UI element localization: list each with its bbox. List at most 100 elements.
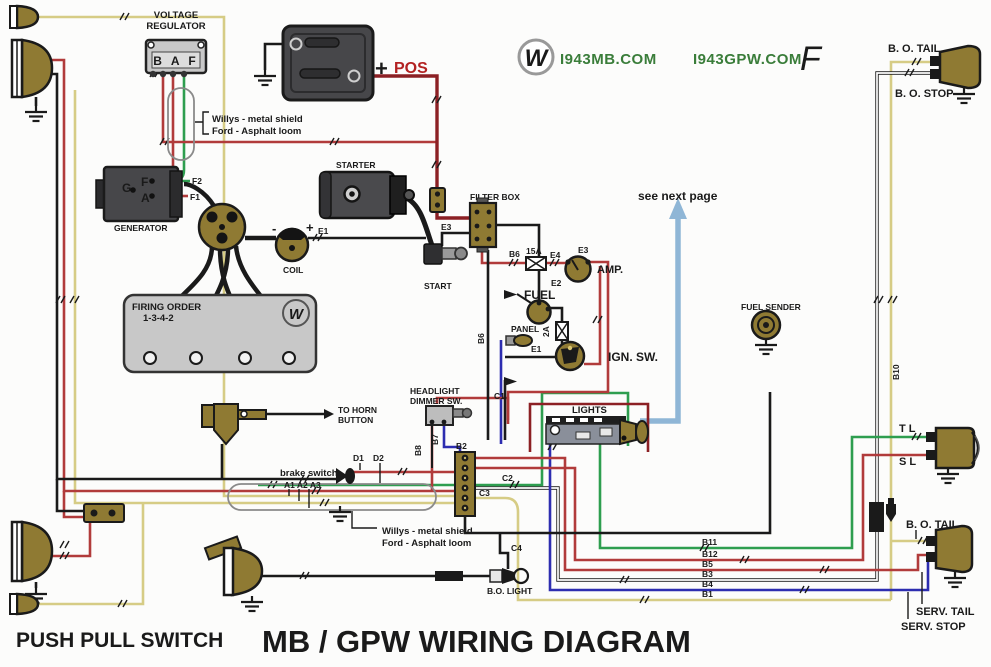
coil-label: COIL xyxy=(283,265,303,275)
wire-label-b10: B10 xyxy=(891,364,901,380)
brake-switch-device xyxy=(336,468,355,484)
fuse-15a-label: 15A xyxy=(526,246,542,256)
firing-order-label: FIRING ORDER xyxy=(132,302,201,313)
wire-label-c2: C2 xyxy=(502,473,513,483)
generator: G F A xyxy=(95,165,183,223)
bo-tail-top-label: B. O. TAIL xyxy=(888,43,941,55)
generator-terminal-f: F xyxy=(141,175,148,189)
dimmer-switch xyxy=(425,405,473,426)
wire-label-d2: D2 xyxy=(373,453,384,463)
wire-label-b2: B2 xyxy=(456,441,467,451)
site-link-mb[interactable]: I943MB.COM xyxy=(560,51,657,68)
to-horn-button-label-1: TO HORN xyxy=(338,405,377,415)
loom-note-top-1: Willys - metal shield xyxy=(212,114,303,125)
fuel-gauge xyxy=(526,299,552,325)
battery xyxy=(281,24,375,102)
wire-label-c3: C3 xyxy=(479,488,490,498)
wire-label-b11: B11 xyxy=(702,537,717,547)
to-horn-button-label-2: BUTTON xyxy=(338,415,373,425)
generator-terminal-a: A xyxy=(141,191,150,205)
terminal-tick-lines xyxy=(288,463,381,508)
ammeter-label: AMP. xyxy=(597,264,623,276)
willys-w-badge xyxy=(282,299,310,327)
header-branding: W I943MB.COM I943GPW.COM F xyxy=(517,38,823,78)
dimmer-switch-label-2: DIMMER SW. xyxy=(410,396,462,406)
bo-marker-light-top xyxy=(9,4,40,30)
inline-connector-white-wire xyxy=(869,502,884,532)
fuel-sender xyxy=(750,309,782,341)
wire-label-e2: E2 xyxy=(551,278,562,288)
loom-capsule-top xyxy=(167,87,195,161)
tl-label: T L xyxy=(899,423,916,435)
note-brackets xyxy=(195,111,377,529)
wire-label-f2: F2 xyxy=(192,176,202,186)
wiring-harness xyxy=(33,15,938,606)
inline-bullet-yellow-wire xyxy=(886,498,896,522)
coil-plus: + xyxy=(306,220,314,235)
fuse-15a xyxy=(525,256,547,271)
site-link-gpw[interactable]: I943GPW.COM xyxy=(693,51,802,68)
voltage-regulator-label-2: REGULATOR xyxy=(146,21,205,32)
headlight-left-bottom xyxy=(10,520,54,583)
wire-label-c4: C4 xyxy=(511,543,522,553)
see-next-page-arrow xyxy=(640,198,687,424)
fuel-gauge-connector-flag xyxy=(504,290,532,304)
tail-light-mid-right xyxy=(926,524,974,574)
filter-box xyxy=(468,197,498,253)
ignition-coil xyxy=(274,227,310,263)
see-next-page-label: see next page xyxy=(638,189,718,203)
generator-label: GENERATOR xyxy=(114,223,168,233)
trailer-light xyxy=(926,426,980,470)
willys-w-badge-letter: W xyxy=(289,306,305,323)
loom-note-top-2: Ford - Asphalt loom xyxy=(212,126,301,137)
wire-label-b6: B6 xyxy=(509,249,520,259)
spark-plugs xyxy=(143,351,296,365)
wire-label-b5: B5 xyxy=(702,559,713,569)
bo-marker-light-bottom xyxy=(9,592,40,616)
black-wires xyxy=(34,42,772,588)
start-switch xyxy=(423,243,468,265)
panel-light-label: PANEL xyxy=(511,324,539,334)
connector-flag-lower xyxy=(504,377,517,386)
ignition-switch xyxy=(554,340,586,372)
horn-wire-arrowhead xyxy=(324,409,334,419)
siren xyxy=(203,535,264,597)
bo-stop-top-label: B. O. STOP xyxy=(895,88,953,100)
bullet-connector xyxy=(429,187,446,213)
wire-labels-a1a2a3: A1 A2 A3 xyxy=(284,480,321,490)
dimmer-switch-label-1: HEADLIGHT xyxy=(410,386,460,396)
tail-light-top-right xyxy=(930,44,982,90)
battery-pos-label: POS xyxy=(394,60,428,77)
fuel-sender-label: FUEL SENDER xyxy=(741,302,801,312)
willys-logo-letter: W xyxy=(525,45,550,72)
bo-light-label: B.O. LIGHT xyxy=(487,586,533,596)
wire-label-b6-vertical: B6 xyxy=(476,333,486,344)
ford-script-logo: F xyxy=(800,40,823,78)
wire-label-d1: D1 xyxy=(353,453,364,463)
wire-label-e1-ign: E1 xyxy=(531,344,542,354)
wire-label-e3-amp: E3 xyxy=(578,245,589,255)
filter-box-label: FILTER BOX xyxy=(470,192,520,202)
firing-order-sequence: 1-3-4-2 xyxy=(143,313,174,324)
voltage-regulator-terminals: B A F xyxy=(153,54,198,68)
wire-label-b7: B7 xyxy=(430,434,440,445)
white-wires xyxy=(474,71,938,582)
wire-label-b8: B8 xyxy=(413,445,423,456)
brake-switch-label: brake switch xyxy=(280,468,338,479)
voltage-regulator: VOLTAGE REGULATOR B A F xyxy=(144,10,208,78)
wire-label-e3-start: E3 xyxy=(441,222,452,232)
junction-block xyxy=(83,503,125,523)
terminal-strip xyxy=(454,451,476,517)
starter-label: STARTER xyxy=(336,160,376,170)
start-switch-label: START xyxy=(424,281,453,291)
loom-note-bottom-2: Ford - Asphalt loom xyxy=(382,538,471,549)
serv-stop-label: SERV. STOP xyxy=(901,621,966,633)
wire-label-b3: B3 xyxy=(702,569,713,579)
willys-logo-shield xyxy=(517,38,555,76)
firing-order-box: FIRING ORDER 1-3-4-2 W xyxy=(122,293,318,374)
wire-label-b12: B12 xyxy=(702,549,718,559)
headlight-left-top xyxy=(10,38,54,99)
serv-tail-label: SERV. TAIL xyxy=(916,606,975,618)
